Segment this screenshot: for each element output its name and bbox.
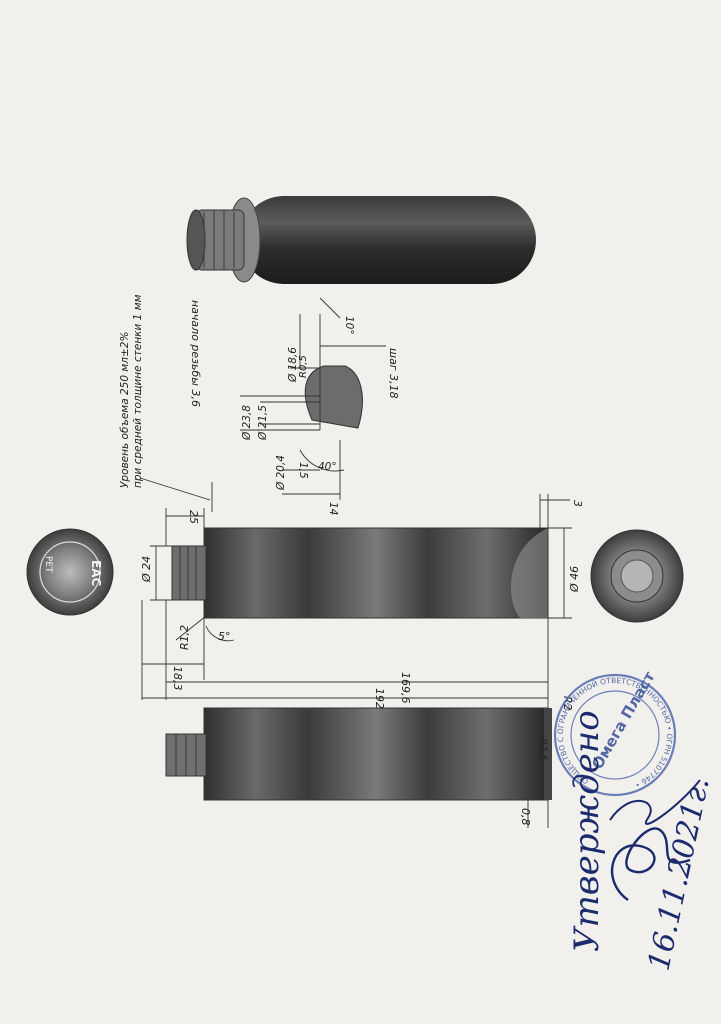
approval-date: 16.11.2021г. — [642, 774, 717, 973]
radius-1-2-label: R1,2 — [178, 625, 191, 650]
angle-5-label: 5° — [218, 630, 231, 643]
lower-tube-bottom-rim — [544, 708, 552, 800]
thread-start-label: начало резьбы 3,6 — [189, 300, 202, 407]
diameter-46-label: Ø 46 — [568, 566, 581, 593]
main-tube-view: 25 Ø 24 R1,2 5° 3 Ø 46 18,3 169,6 192 — [140, 494, 584, 720]
dim-1-5-label: 1,5 — [297, 462, 309, 479]
radius-2-label: R2 — [561, 696, 574, 711]
dim-3-label: 3 — [571, 500, 584, 507]
diameter-23-8-label: Ø 23,8 — [241, 405, 253, 441]
signature-flourish — [609, 779, 701, 825]
angle-10-label: 10° — [343, 316, 355, 335]
thread-pitch-label: шаг 3,18 — [387, 348, 400, 399]
volume-note-line1: Уровень объема 250 мл±2% — [119, 332, 131, 488]
bottle-3d-opening — [186, 209, 206, 271]
lower-tube-body — [203, 707, 549, 801]
main-tube-bottom-highlight — [510, 528, 548, 618]
bottle-3d-view — [186, 196, 536, 284]
bottle-3d-body — [240, 196, 536, 284]
dim-0-8-label: 0,8 — [519, 808, 532, 826]
volume-note-line2: при средней толщине стенки 1 мм — [132, 294, 144, 488]
main-tube-neck — [171, 545, 207, 601]
radius-0-5-label: R0,5 — [298, 355, 309, 378]
thread-profile — [304, 365, 363, 429]
bottom-end-view — [590, 529, 684, 623]
neck-end-view: ЕАС PET — [26, 528, 114, 616]
lower-tube-view: R2 R2,5 0,8 — [165, 696, 574, 828]
thread-detail: 10° начало резьбы 3,6 шаг 3,18 Ø 18,6 R0… — [189, 297, 400, 515]
main-tube-body — [203, 527, 549, 619]
diameter-24-label: Ø 24 — [140, 556, 153, 583]
diameter-18-6-label: Ø 18,6 — [287, 347, 299, 383]
diameter-20-4-label: Ø 20,4 — [275, 455, 287, 491]
radius-2-5-label: R2,5 — [537, 738, 548, 761]
signature-scribble — [610, 827, 691, 901]
company-stamp: Омега Пласт ОБЩЕСТВО С ОГРАНИЧЕННОЙ ОТВЕ… — [534, 654, 695, 815]
angle-40-label: 40° — [318, 461, 337, 473]
dim-14-label: 14 — [327, 502, 339, 515]
dim-25-label: 25 — [187, 510, 200, 524]
dim-169-6-label: 169,6 — [399, 672, 412, 704]
volume-note: Уровень объема 250 мл±2% при средней тол… — [119, 294, 144, 488]
eac-mark: ЕАС — [89, 560, 103, 586]
approval-block: Утверждено 16.11.2021г. — [567, 710, 717, 973]
dim-18-3-label: 18,3 — [171, 666, 184, 691]
recycle-mark: PET — [43, 556, 53, 573]
approval-word: Утверждено — [567, 710, 607, 952]
note-leader-line — [139, 477, 211, 501]
dim-192-label: 192 — [373, 688, 386, 709]
diameter-21-5-label: Ø 21,5 — [257, 405, 269, 441]
